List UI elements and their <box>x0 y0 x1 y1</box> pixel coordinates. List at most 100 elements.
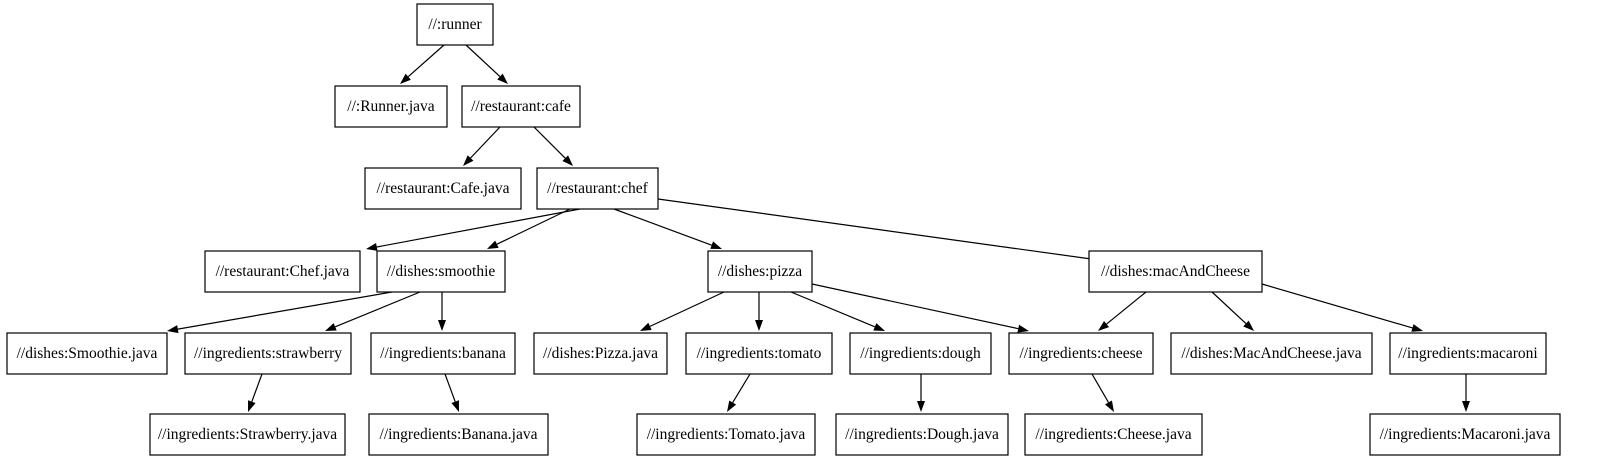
arrowhead-icon <box>1462 401 1470 412</box>
node-box[interactable] <box>368 413 549 456</box>
edge-cheese-to-cheese_java <box>1091 373 1114 412</box>
graph-node-cheese_java[interactable]: //ingredients:Cheese.java <box>1024 413 1203 456</box>
arrowhead-icon <box>873 323 885 331</box>
edge-macandcheese-to-macaroni <box>1261 283 1423 332</box>
node-box[interactable] <box>204 250 361 293</box>
edge-line <box>251 373 263 402</box>
node-label: //restaurant:Cafe.java <box>377 180 510 197</box>
graph-node-cafe[interactable]: //restaurant:cafe <box>461 85 581 128</box>
node-label: //ingredients:cheese <box>1019 345 1142 362</box>
arrowhead-icon <box>400 73 411 84</box>
node-box[interactable] <box>149 413 346 456</box>
node-label: //dishes:smoothie <box>387 263 496 280</box>
edge-line <box>811 283 1019 330</box>
graph-node-chef[interactable]: //restaurant:chef <box>536 167 659 210</box>
node-label: //ingredients:Dough.java <box>845 426 999 443</box>
node-label: //ingredients:strawberry <box>194 345 342 362</box>
graph-node-banana_java[interactable]: //ingredients:Banana.java <box>368 413 549 456</box>
graph-node-dough[interactable]: //ingredients:dough <box>849 332 992 375</box>
node-box[interactable] <box>370 332 516 375</box>
edge-line <box>732 373 751 403</box>
edge-pizza-to-cheese <box>811 283 1029 333</box>
node-box[interactable] <box>636 413 816 456</box>
arrowhead-icon <box>438 320 446 331</box>
edge-line <box>533 126 566 159</box>
graph-node-runner_java[interactable]: //:Runner.java <box>334 85 448 128</box>
node-box[interactable] <box>364 167 522 210</box>
node-box[interactable] <box>461 85 581 128</box>
graph-node-macandcheese_java[interactable]: //dishes:MacAndCheese.java <box>1170 332 1373 375</box>
node-box[interactable] <box>1170 332 1373 375</box>
node-box[interactable] <box>376 250 506 293</box>
arrowhead-icon <box>710 241 722 249</box>
edge-cafe-to-cafe_java <box>463 126 501 166</box>
arrowhead-icon <box>463 155 474 166</box>
node-box[interactable] <box>1389 332 1547 375</box>
edge-line <box>790 291 876 328</box>
graph-node-banana[interactable]: //ingredients:banana <box>370 332 516 375</box>
node-label: //ingredients:Macaroni.java <box>1380 426 1551 443</box>
edge-tomato-to-tomato_java <box>727 373 751 412</box>
edge-line <box>444 373 456 402</box>
node-box[interactable] <box>6 332 168 375</box>
node-box[interactable] <box>334 85 448 128</box>
node-box[interactable] <box>685 332 833 375</box>
graph-node-smoothie_java[interactable]: //dishes:Smoothie.java <box>6 332 168 375</box>
graph-node-cafe_java[interactable]: //restaurant:Cafe.java <box>364 167 522 210</box>
edge-pizza-to-dough <box>790 291 885 331</box>
edge-banana-to-banana_java <box>444 373 459 412</box>
node-label: //:runner <box>428 16 482 33</box>
graph-node-macaroni_java[interactable]: //ingredients:Macaroni.java <box>1369 413 1561 456</box>
node-box[interactable] <box>416 3 494 46</box>
edge-macandcheese-to-cheese <box>1098 291 1147 331</box>
edge-line <box>1211 291 1247 324</box>
graph-node-chef_java[interactable]: //restaurant:Chef.java <box>204 250 361 293</box>
node-box[interactable] <box>835 413 1009 456</box>
edge-line <box>407 44 445 78</box>
arrowhead-icon <box>917 401 925 412</box>
node-box[interactable] <box>1088 250 1263 293</box>
edge-dough-to-dough_java <box>917 374 925 412</box>
edge-line <box>334 291 421 328</box>
node-box[interactable] <box>184 332 352 375</box>
node-label: //restaurant:Chef.java <box>216 263 350 280</box>
node-box[interactable] <box>536 167 659 210</box>
graph-node-pizza_java[interactable]: //dishes:Pizza.java <box>533 332 668 375</box>
arrowhead-icon <box>1105 400 1114 412</box>
node-label: //ingredients:Cheese.java <box>1035 426 1191 443</box>
edge-line <box>649 291 725 327</box>
graph-node-strawberry_java[interactable]: //ingredients:Strawberry.java <box>149 413 346 456</box>
node-label: //dishes:Pizza.java <box>543 345 658 362</box>
edge-line <box>613 208 712 246</box>
node-box[interactable] <box>1008 332 1154 375</box>
node-box[interactable] <box>533 332 668 375</box>
arrowhead-icon <box>640 322 652 331</box>
arrowhead-icon <box>1411 324 1423 332</box>
arrowhead-icon <box>366 243 378 251</box>
node-box[interactable] <box>849 332 992 375</box>
graph-node-macaroni[interactable]: //ingredients:macaroni <box>1389 332 1547 375</box>
edge-pizza-to-tomato <box>755 292 763 331</box>
node-box[interactable] <box>1369 413 1561 456</box>
graph-node-strawberry[interactable]: //ingredients:strawberry <box>184 332 352 375</box>
edge-cafe-to-chef <box>533 126 573 166</box>
edge-line <box>470 126 501 159</box>
graph-node-macandcheese[interactable]: //dishes:macAndCheese <box>1088 250 1263 293</box>
arrowhead-icon <box>497 73 508 84</box>
graph-node-runner[interactable]: //:runner <box>416 3 494 46</box>
graph-node-tomato_java[interactable]: //ingredients:Tomato.java <box>636 413 816 456</box>
graph-node-dough_java[interactable]: //ingredients:Dough.java <box>835 413 1009 456</box>
graph-node-tomato[interactable]: //ingredients:tomato <box>685 332 833 375</box>
node-box[interactable] <box>1024 413 1203 456</box>
node-label: //ingredients:tomato <box>697 345 822 362</box>
node-label: //dishes:MacAndCheese.java <box>1181 345 1361 362</box>
node-box[interactable] <box>707 250 813 293</box>
graph-node-pizza[interactable]: //dishes:pizza <box>707 250 813 293</box>
edge-smoothie-to-smoothie_java <box>167 291 393 334</box>
graph-node-cheese[interactable]: //ingredients:cheese <box>1008 332 1154 375</box>
edge-chef-to-pizza <box>613 208 722 249</box>
arrowhead-icon <box>248 400 256 412</box>
node-label: //dishes:Smoothie.java <box>17 345 158 362</box>
node-label: //ingredients:macaroni <box>1398 345 1538 362</box>
graph-node-smoothie[interactable]: //dishes:smoothie <box>376 250 506 293</box>
